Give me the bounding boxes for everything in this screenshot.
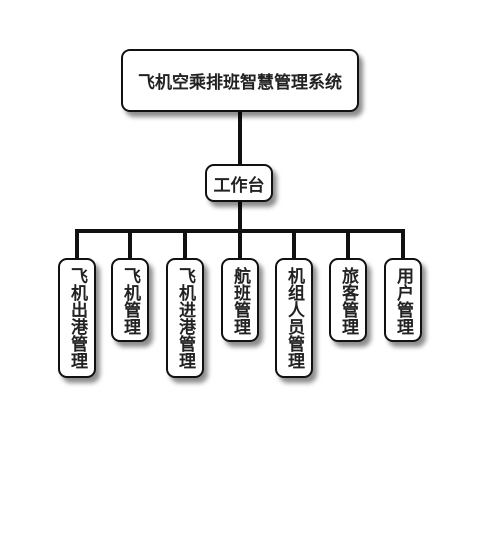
module-node-crew-management[interactable]: 机组人员管理 xyxy=(275,258,313,378)
module-label: 航班管理 xyxy=(230,267,250,335)
module-label: 旅客管理 xyxy=(338,267,358,335)
workbench-label: 工作台 xyxy=(213,175,265,196)
module-label: 飞机出港管理 xyxy=(67,267,87,369)
module-node-passenger-management[interactable]: 旅客管理 xyxy=(329,258,367,342)
module-node-user-management[interactable]: 用户管理 xyxy=(384,258,422,342)
module-node-aircraft-management[interactable]: 飞机管理 xyxy=(111,258,149,342)
workbench-node[interactable]: 工作台 xyxy=(205,164,273,202)
module-node-flight-management[interactable]: 航班管理 xyxy=(221,258,259,342)
module-label: 飞机管理 xyxy=(120,267,140,335)
module-label: 用户管理 xyxy=(393,267,413,335)
module-node-departure-management[interactable]: 飞机出港管理 xyxy=(58,258,96,378)
module-node-arrival-management[interactable]: 飞机进港管理 xyxy=(166,258,204,378)
module-label: 机组人员管理 xyxy=(284,267,304,369)
module-label: 飞机进港管理 xyxy=(175,267,195,369)
system-title-label: 飞机空乘排班智慧管理系统 xyxy=(138,73,342,93)
system-title-node[interactable]: 飞机空乘排班智慧管理系统 xyxy=(121,49,359,112)
